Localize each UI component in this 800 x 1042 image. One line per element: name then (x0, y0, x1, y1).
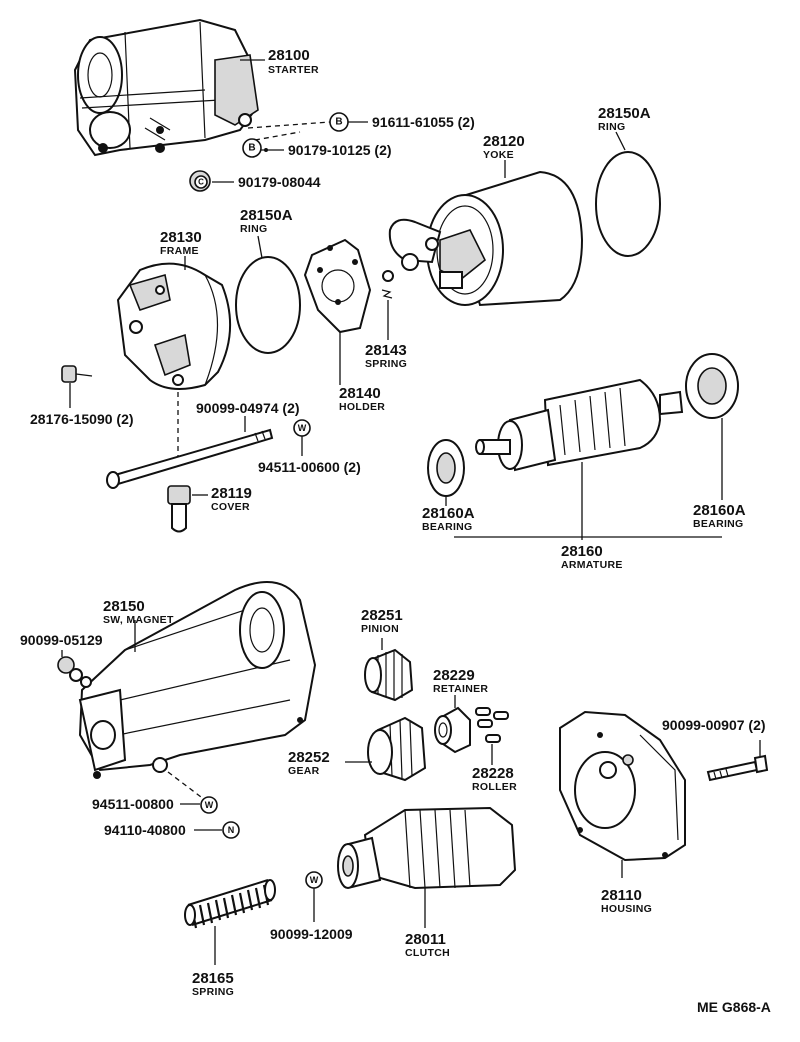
frame-number: 28130 (160, 229, 202, 246)
ring-top-name: RING (598, 121, 625, 133)
bearing-right-name: BEARING (693, 518, 744, 530)
starter-number: 28100 (268, 47, 310, 64)
retainer-number: 28229 (433, 667, 475, 684)
starter-name: STARTER (268, 64, 319, 76)
pinion-drawing (364, 648, 414, 702)
bearing-right-drawing (685, 353, 739, 419)
yoke-name: YOKE (483, 149, 514, 161)
p90179b-badge: C (198, 178, 204, 187)
roller-number: 28228 (472, 765, 514, 782)
spring-143-number: 28143 (365, 342, 407, 359)
diagram-code: ME G868-A (697, 999, 771, 1015)
p90099-12009-number: 90099-12009 (270, 926, 353, 942)
roller-drawing (475, 707, 509, 743)
housing-drawing (559, 710, 686, 862)
ring-mid-number: 28150A (240, 207, 293, 224)
bearing-left-name: BEARING (422, 521, 473, 533)
retainer-name: RETAINER (433, 683, 488, 695)
holder-drawing (303, 238, 372, 334)
nut-c-icon: C (189, 170, 211, 192)
clutch-number: 28011 (405, 931, 446, 948)
yoke-drawing (388, 170, 584, 307)
p94511-00800-number: 94511-00800 (92, 796, 174, 812)
bearing-right-number: 28160A (693, 502, 746, 519)
p90179a-badge: B (248, 143, 255, 154)
gear-drawing (367, 716, 427, 782)
ring-top-drawing (595, 151, 661, 257)
clutch-name: CLUTCH (405, 947, 450, 959)
retainer-drawing (434, 706, 471, 754)
cover-name: COVER (211, 501, 250, 513)
p94511-00600-badge: W (298, 423, 307, 433)
nut-icon (57, 656, 92, 688)
spring-165-name: SPRING (192, 986, 234, 998)
gear-name: GEAR (288, 765, 320, 777)
nut-b-icon: B (242, 138, 262, 158)
p94110-40800-badge: N (228, 825, 235, 835)
p90099-12009-badge: W (310, 875, 319, 885)
holder-number: 28140 (339, 385, 381, 402)
pinion-name: PINION (361, 623, 399, 635)
p94511-00600-number: 94511-00600 (2) (258, 459, 361, 475)
p90179b-number: 90179-08044 (238, 174, 321, 190)
p90099-05129-number: 90099-05129 (20, 632, 103, 648)
washer-w-icon: W (293, 419, 311, 437)
armature-name: ARMATURE (561, 559, 623, 571)
spring-143-name: SPRING (365, 358, 407, 370)
ring-top-number: 28150A (598, 105, 651, 122)
through-bolt-drawing (106, 428, 274, 489)
starter-assembly-drawing (73, 18, 259, 157)
nut-n-icon: N (222, 821, 240, 839)
frame-name: FRAME (160, 245, 199, 257)
gear-number: 28252 (288, 749, 330, 766)
clutch-drawing (337, 806, 517, 890)
spring-small-drawing (381, 270, 394, 299)
spring-large-drawing (184, 879, 276, 929)
bolt-b-icon: B (329, 112, 349, 132)
holder-name: HOLDER (339, 401, 385, 413)
bearing-left-number: 28160A (422, 505, 475, 522)
p90179a-number: 90179-10125 (2) (288, 142, 392, 158)
p28176-number: 28176-15090 (2) (30, 411, 134, 427)
p91611-badge: B (335, 117, 342, 128)
pinion-number: 28251 (361, 607, 403, 624)
p94511-00800-badge: W (205, 800, 214, 810)
p94110-40800-number: 94110-40800 (104, 822, 186, 838)
bearing-left-drawing (427, 439, 465, 497)
p91611-number: 91611-61055 (2) (372, 114, 475, 130)
housing-name: HOUSING (601, 903, 652, 915)
armature-drawing (475, 378, 684, 472)
ring-mid-drawing (235, 256, 301, 354)
ring-mid-name: RING (240, 223, 267, 235)
roller-name: ROLLER (472, 781, 517, 793)
cover-number: 28119 (211, 485, 252, 502)
cover-drawing (167, 485, 191, 533)
washer-w-icon-2: W (200, 796, 218, 814)
p90099-04974-number: 90099-04974 (2) (196, 400, 300, 416)
sw-magnet-name: SW, MAGNET (103, 614, 174, 626)
housing-bolt-drawing (706, 754, 769, 782)
frame-drawing (116, 262, 231, 390)
housing-number: 28110 (601, 887, 642, 904)
yoke-number: 28120 (483, 133, 525, 150)
armature-number: 28160 (561, 543, 603, 560)
washer-w-icon-3: W (305, 871, 323, 889)
screw-icon (61, 365, 93, 383)
sw-magnet-number: 28150 (103, 598, 145, 615)
sw-magnet-drawing (78, 581, 317, 779)
spring-165-number: 28165 (192, 970, 234, 987)
p90099-00907-number: 90099-00907 (2) (662, 717, 766, 733)
